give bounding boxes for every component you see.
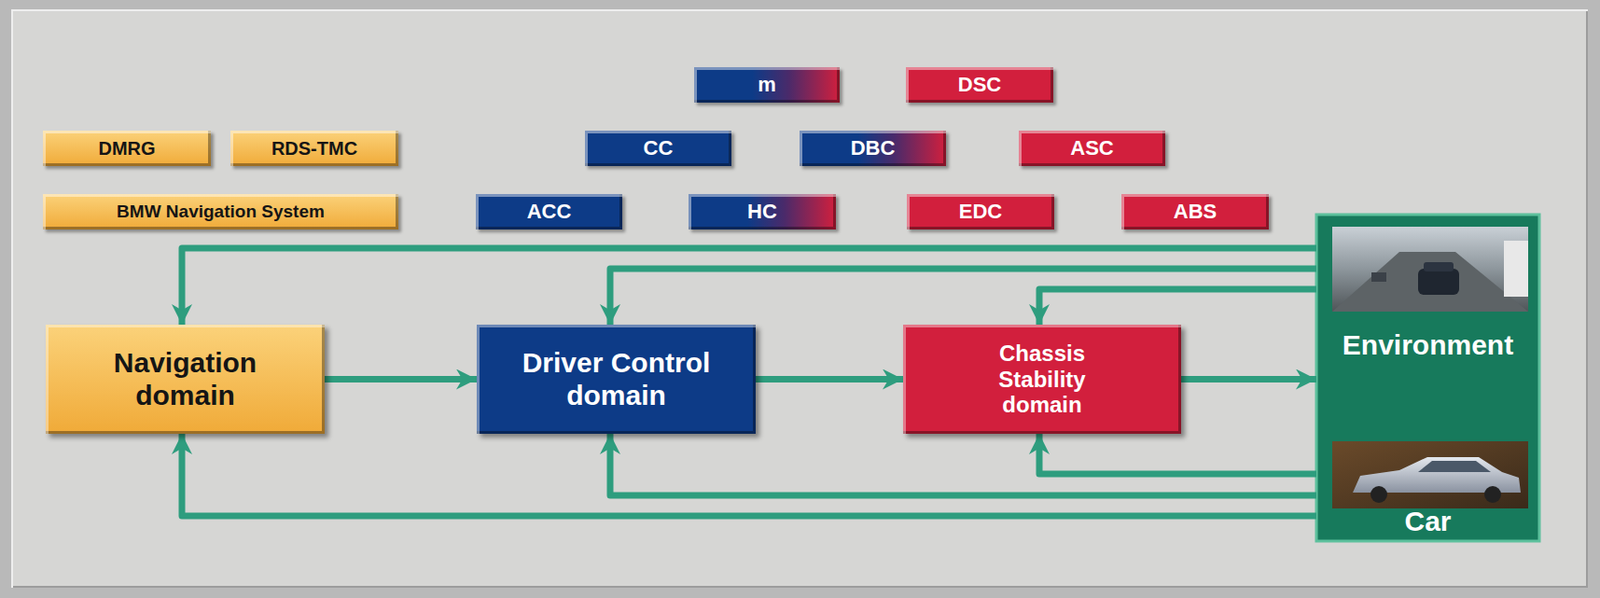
wheel [1484,486,1502,503]
flow-arrow [181,433,1317,516]
flow-arrow [610,268,1317,325]
function-box: ABS [1121,194,1269,230]
domain-box: Driver Control domain [476,324,756,434]
environment-photo [1332,226,1529,312]
car-panel: Car [1316,391,1540,540]
node-label: m [757,72,777,97]
car-window [1418,460,1491,473]
node-label: Chassis Stability domain [959,340,1126,418]
node-label: Driver Control domain [495,347,738,412]
node-label: ACC [527,199,572,223]
wheel [1370,486,1388,503]
node-label: Navigation domain [83,347,288,412]
node-label: ASC [1070,136,1114,160]
flow-arrow [324,375,477,383]
function-box: HC [688,194,836,230]
flow-arrow [1039,289,1317,325]
node-label: CC [643,136,674,160]
car-rear [1418,268,1460,295]
flow-arrow [181,248,1317,325]
road [1332,251,1529,312]
node-label: Environment [1342,329,1514,362]
car-roof [1423,262,1454,272]
node-label: HC [747,199,778,223]
function-box: DMRG [42,130,211,167]
function-box: BMW Navigation System [42,194,399,230]
domain-box: Chassis Stability domain [903,324,1182,434]
function-box: DBC [799,130,947,167]
function-box: m [694,67,840,103]
node-label: DBC [850,136,896,160]
function-box: ASC [1018,130,1166,167]
frame-bevel [1316,214,1540,542]
truck [1503,240,1529,297]
node-label: BMW Navigation System [116,201,325,223]
far-car [1371,272,1387,282]
function-box: EDC [906,194,1055,230]
green-frame [1316,214,1540,542]
car-photo [1332,441,1529,509]
node-label: DMRG [97,138,155,160]
node-label: ABS [1173,199,1217,223]
flow-arrow [755,375,904,383]
node-label: RDS-TMC [271,138,358,160]
flow-arrow [1039,433,1317,474]
environment-panel: Environment [1316,221,1540,392]
node-label: EDC [959,199,1002,223]
flow-arrow [610,433,1317,496]
function-box: CC [584,130,732,167]
flow-arrow [1181,375,1317,383]
function-box: RDS-TMC [230,130,399,167]
node-label: Car [1404,505,1451,539]
function-box: DSC [905,67,1054,103]
node-label: DSC [958,72,1002,97]
function-box: ACC [475,194,623,230]
domain-box: Navigation domain [45,324,325,434]
